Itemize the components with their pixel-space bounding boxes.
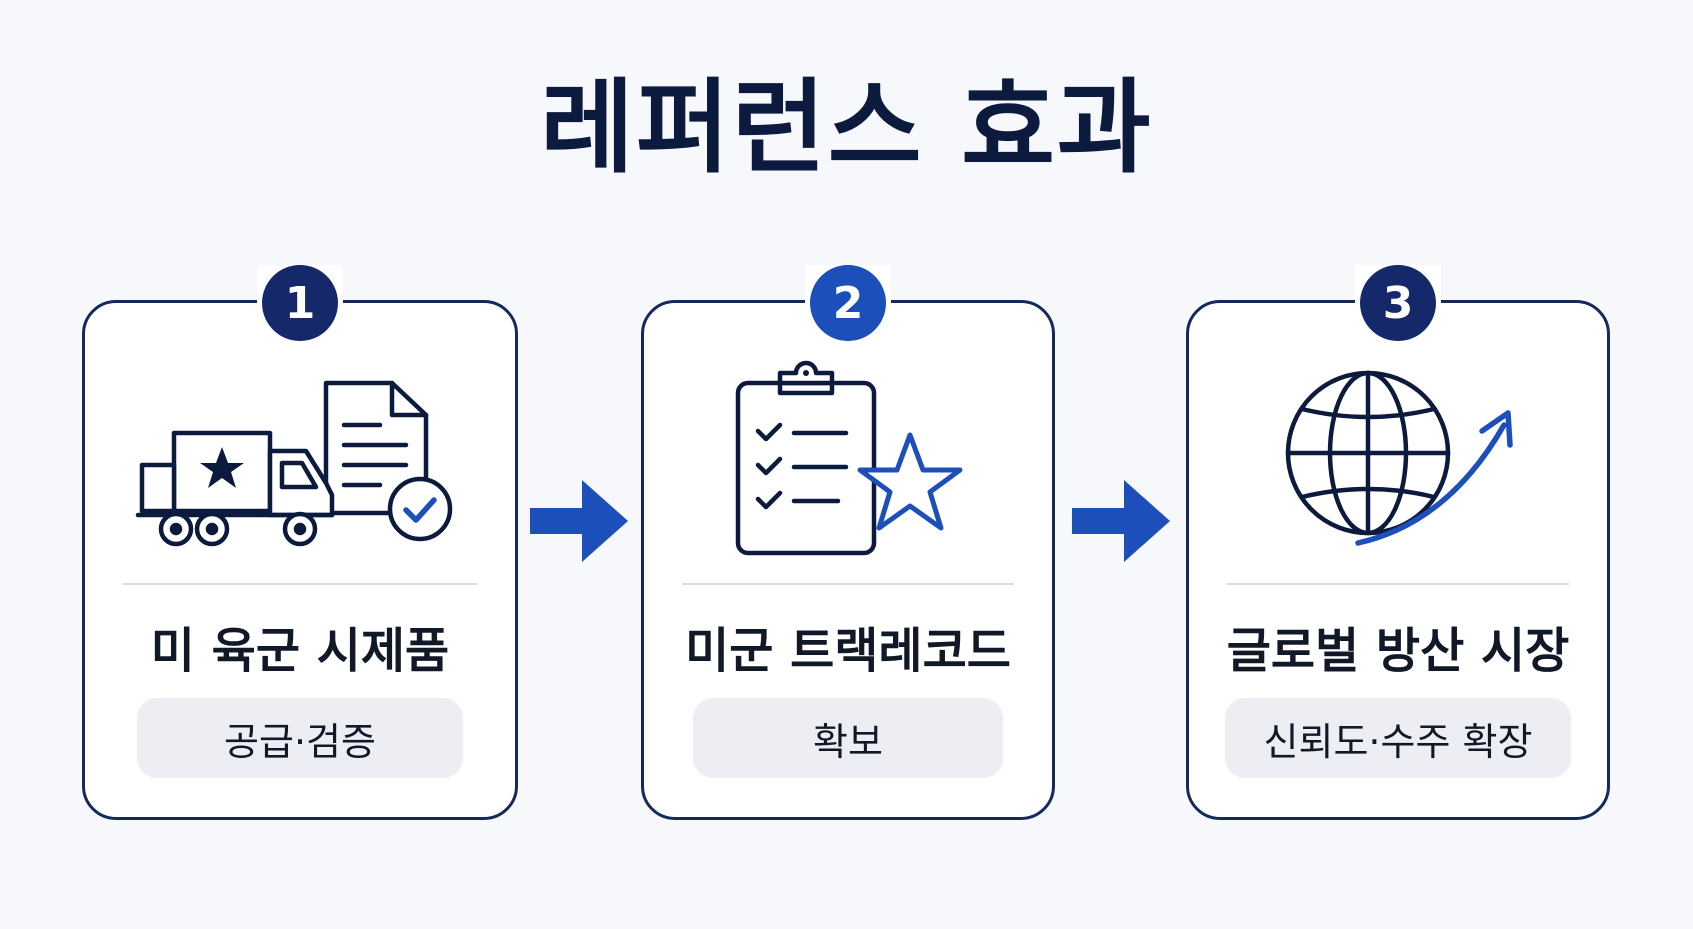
step-card-1: 1 [82,265,518,820]
step-sublabel-1: 공급·검증 [137,698,463,778]
page-title: 레퍼런스 효과 [540,69,1153,188]
step-label-1: 미 육군 시제품 [150,623,450,679]
step-number-3: 3 [1360,265,1436,341]
step-card-3: 3 글로벌 방산 시장 신뢰도·수주 확장 [1186,265,1610,820]
step-label-2: 미군 트랙레코드 [685,623,1011,679]
step-card-2: 2 미군 트랙레코드 확보 [641,265,1055,820]
step-number-1: 1 [262,265,338,341]
step-badge-1: 1 [257,265,343,341]
right-arrow-icon [530,480,628,562]
step-badge-2: 2 [805,265,891,341]
card-divider [682,583,1014,585]
clipboard-checklist-star-icon [735,360,963,556]
military-truck-document-check-icon [135,380,453,547]
card-divider [123,583,477,585]
globe-growth-arrow-icon [1285,370,1513,546]
step-sublabel-2: 확보 [693,698,1003,778]
step-sublabel-3: 신뢰도·수주 확장 [1225,698,1571,778]
step-label-3: 글로벌 방산 시장 [1226,623,1570,679]
right-arrow-icon [1072,480,1170,562]
step-number-2: 2 [810,265,886,341]
step-badge-3: 3 [1355,265,1441,341]
card-divider [1227,583,1569,585]
